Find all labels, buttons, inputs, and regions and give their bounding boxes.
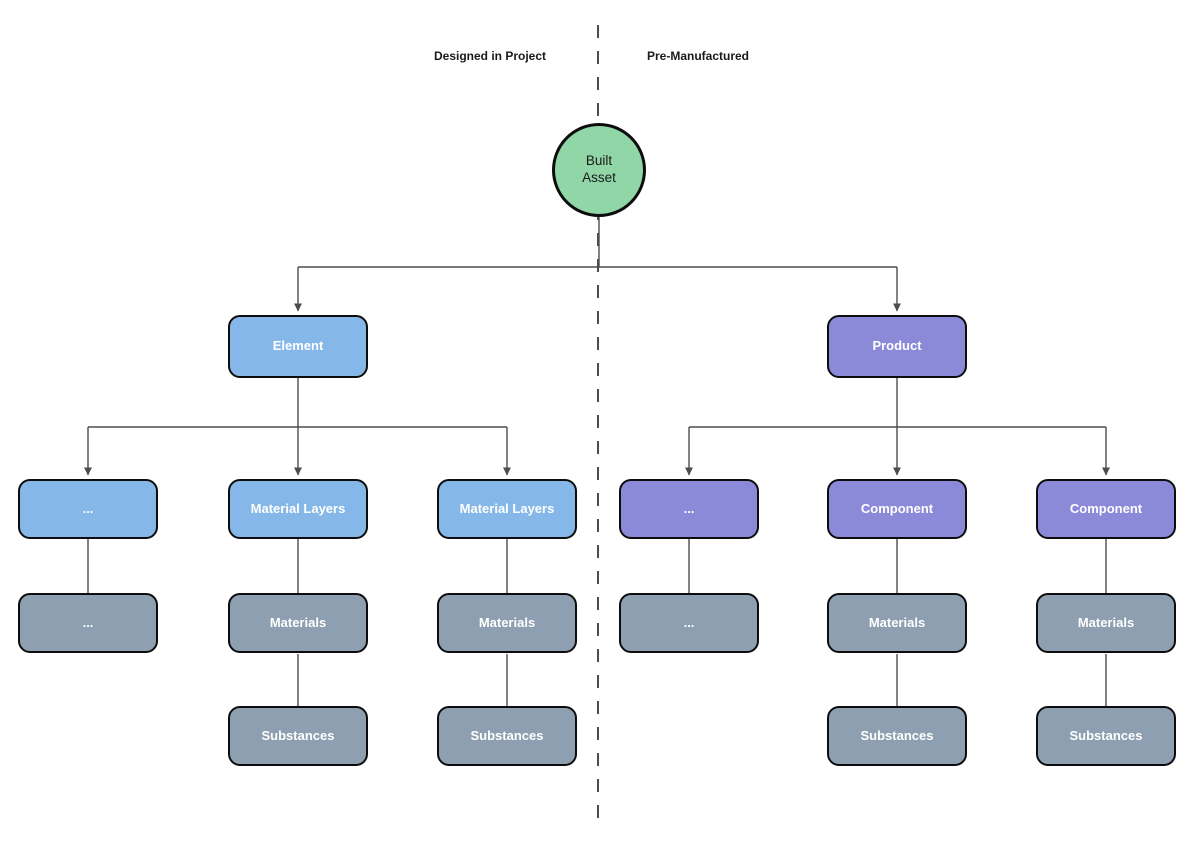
node-left-gray-ellipsis: ... (18, 593, 158, 653)
node-product: Product (827, 315, 967, 378)
node-product-label: Product (872, 338, 922, 354)
node-label: Substances (1069, 727, 1143, 743)
node-material-layers-1: Material Layers (228, 479, 368, 539)
node-label: Materials (868, 614, 926, 630)
node-label: ... (683, 614, 695, 630)
node-label: Materials (269, 614, 327, 630)
node-label: ... (683, 500, 695, 516)
node-substances-right-2: Substances (1036, 706, 1176, 766)
node-label: Substances (860, 727, 934, 743)
node-label: Substances (261, 727, 335, 743)
node-substances-left-1: Substances (228, 706, 368, 766)
node-label: Substances (470, 727, 544, 743)
node-material-layers-2: Material Layers (437, 479, 577, 539)
node-component-2: Component (1036, 479, 1176, 539)
node-label: Materials (478, 614, 536, 630)
node-built-asset: Built Asset (552, 123, 646, 217)
node-label: Material Layers (459, 500, 555, 516)
node-label: ... (82, 500, 94, 516)
node-built-asset-label: Built Asset (582, 153, 616, 185)
node-materials-left-2: Materials (437, 593, 577, 653)
node-label: ... (82, 614, 94, 630)
node-product-ellipsis: ... (619, 479, 759, 539)
node-materials-left-1: Materials (228, 593, 368, 653)
region-label-premanufactured: Pre-Manufactured (646, 49, 750, 63)
node-right-gray-ellipsis: ... (619, 593, 759, 653)
node-materials-right-2: Materials (1036, 593, 1176, 653)
node-element: Element (228, 315, 368, 378)
node-component-1: Component (827, 479, 967, 539)
node-label: Component (1069, 500, 1143, 516)
region-label-designed: Designed in Project (433, 49, 547, 63)
node-materials-right-1: Materials (827, 593, 967, 653)
node-label: Material Layers (250, 500, 346, 516)
node-substances-right-1: Substances (827, 706, 967, 766)
node-element-ellipsis: ... (18, 479, 158, 539)
node-element-label: Element (272, 338, 324, 354)
node-label: Materials (1077, 614, 1135, 630)
node-substances-left-2: Substances (437, 706, 577, 766)
node-label: Component (860, 500, 934, 516)
